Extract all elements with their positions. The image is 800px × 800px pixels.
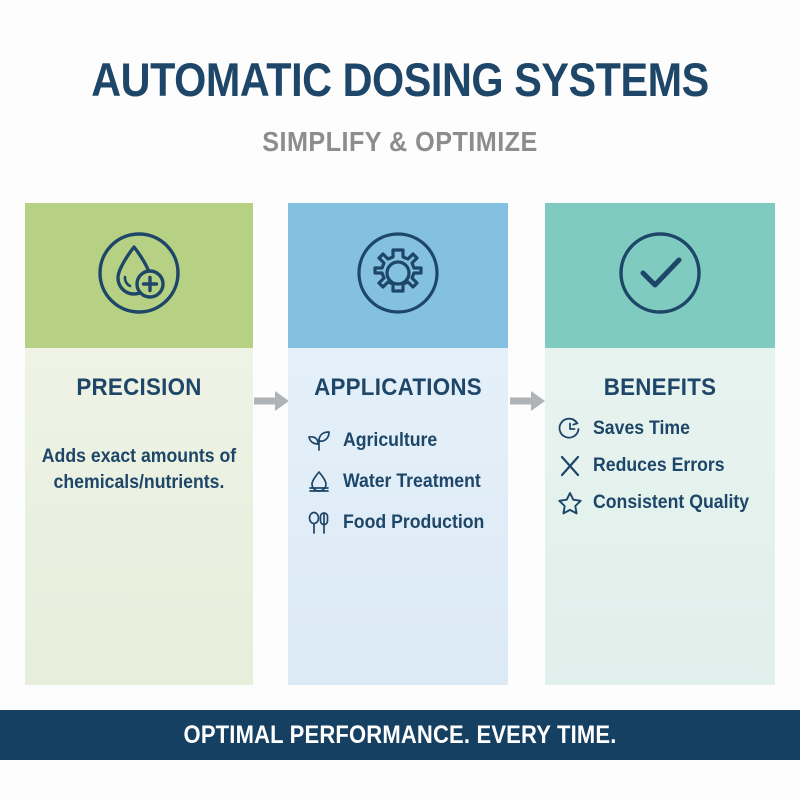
gear-circle-icon	[350, 225, 446, 326]
list-item: Water Treatment	[306, 469, 508, 495]
leaf-icon	[306, 428, 332, 454]
arrow-right-icon	[510, 390, 546, 412]
list-item-label: Agriculture	[343, 430, 438, 451]
list-item: Food Production	[306, 510, 508, 536]
column-benefits-body: BENEFITS Saves Time	[545, 348, 775, 685]
column-benefits-title: BENEFITS	[603, 374, 717, 401]
column-benefits-header	[545, 203, 775, 348]
list-item: Consistent Quality	[557, 490, 775, 516]
footer-banner: OPTIMAL PERFORMANCE. EVERY TIME.	[0, 710, 800, 760]
list-item: Saves Time	[557, 416, 775, 442]
spoon-fork-icon	[306, 510, 332, 536]
list-item-label: Food Production	[343, 512, 485, 533]
column-precision: PRECISION Adds exact amounts of chemical…	[25, 203, 253, 685]
list-item-label: Reduces Errors	[593, 455, 725, 476]
checkmark-circle-icon	[612, 225, 708, 326]
list-item: Reduces Errors	[557, 453, 775, 479]
column-applications-header	[288, 203, 508, 348]
star-icon	[557, 490, 583, 516]
arrow-right-icon	[254, 390, 290, 412]
benefits-list: Saves Time Reduces Errors	[545, 416, 775, 516]
column-benefits: BENEFITS Saves Time	[545, 203, 775, 685]
list-item-label: Water Treatment	[343, 471, 481, 492]
water-drop-filter-icon	[306, 469, 332, 495]
column-precision-title: PRECISION	[76, 374, 202, 401]
page-title: AUTOMATIC DOSING SYSTEMS	[91, 53, 709, 106]
footer-text: OPTIMAL PERFORMANCE. EVERY TIME.	[183, 720, 617, 749]
column-applications-body: APPLICATIONS Agriculture	[288, 348, 508, 685]
list-item-label: Saves Time	[593, 418, 690, 439]
list-item-label: Consistent Quality	[593, 492, 750, 513]
applications-list: Agriculture Water Treatment	[288, 428, 508, 536]
column-precision-description: Adds exact amounts of chemicals/nutrient…	[41, 446, 237, 494]
x-cross-icon	[557, 453, 583, 479]
column-precision-body: PRECISION Adds exact amounts of chemical…	[25, 348, 253, 685]
column-applications-title: APPLICATIONS	[314, 374, 482, 401]
column-precision-header	[25, 203, 253, 348]
page-subtitle: SIMPLIFY & OPTIMIZE	[262, 126, 538, 157]
clock-arrow-icon	[557, 416, 583, 442]
list-item: Agriculture	[306, 428, 508, 454]
water-drop-plus-circle-icon	[91, 225, 187, 326]
column-applications: APPLICATIONS Agriculture	[288, 203, 508, 685]
